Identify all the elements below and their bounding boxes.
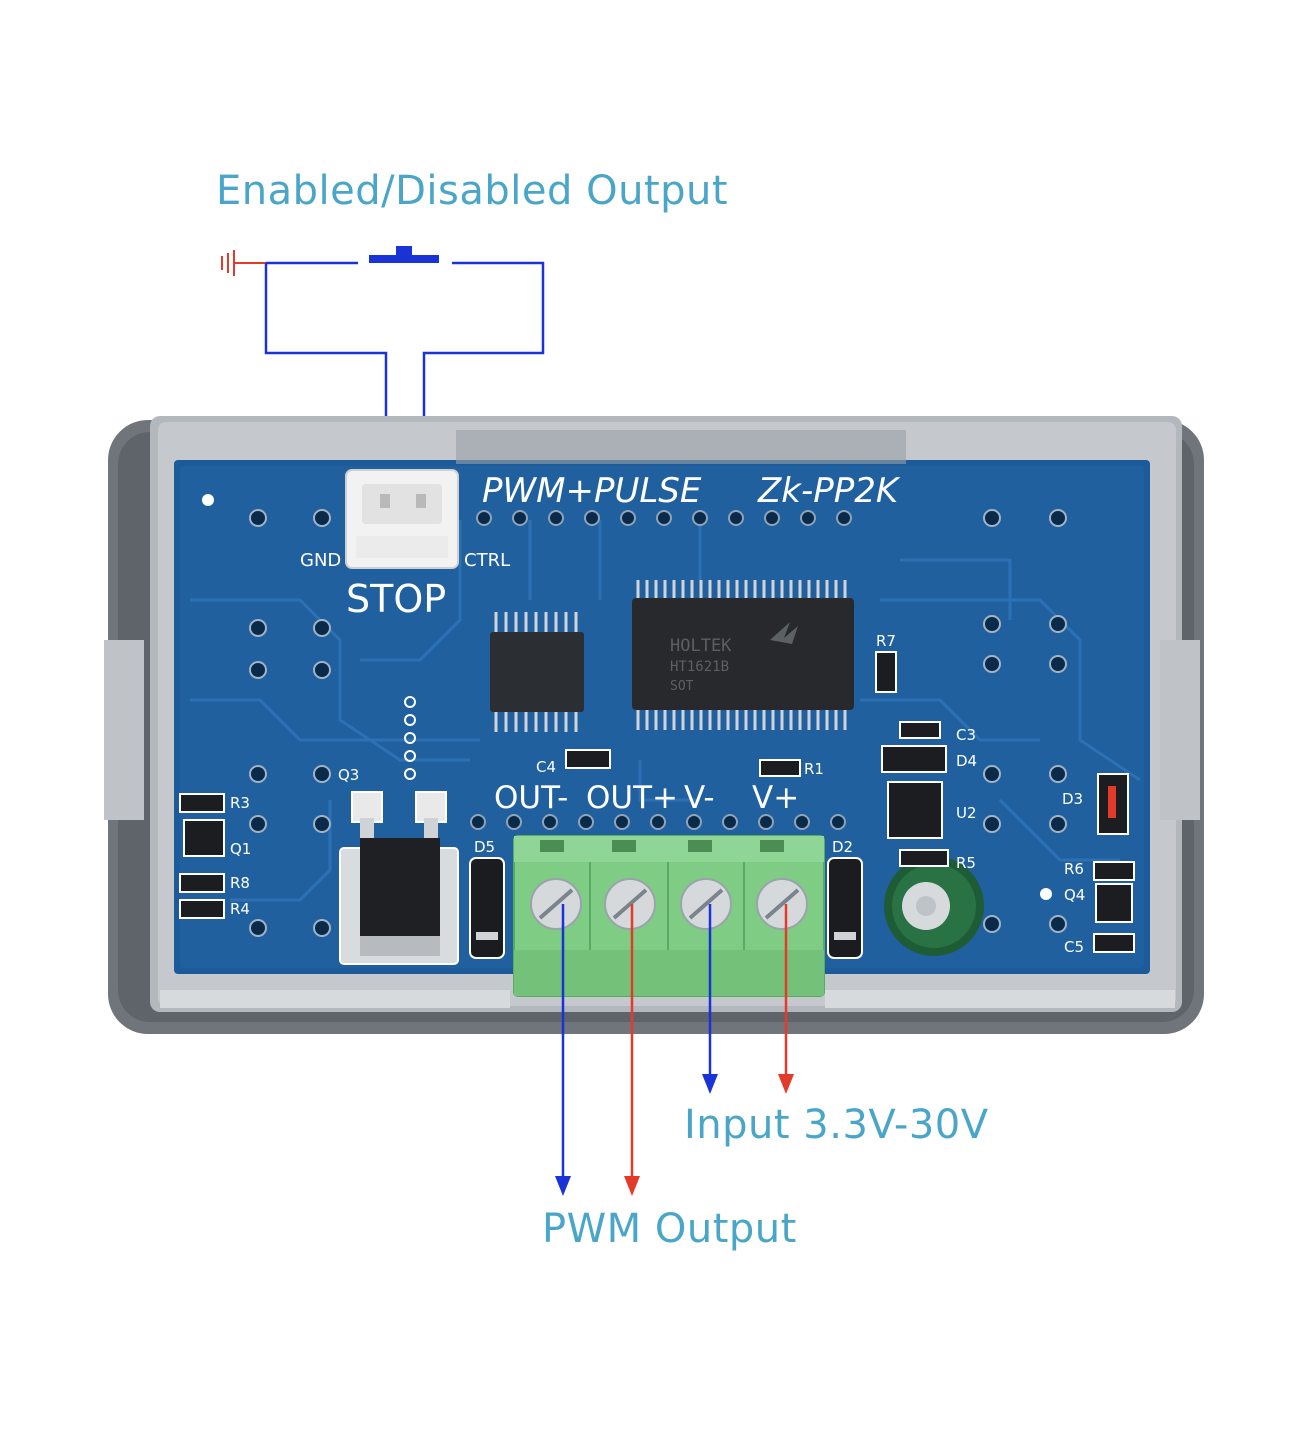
ref-r7: R7 [876, 632, 896, 650]
stop-connector [345, 469, 459, 569]
terminal-label-v-minus: V- [684, 780, 715, 816]
chip-line-3: SOT [670, 679, 694, 694]
ref-c4: C4 [536, 758, 556, 776]
ref-c5: C5 [1064, 938, 1084, 956]
chip-line-1: HOLTEK [670, 636, 732, 656]
mosfet-q3 [339, 791, 459, 965]
ref-r3: R3 [230, 794, 250, 812]
enable-output-caption: Enabled/Disabled Output [216, 168, 729, 214]
ref-d3: D3 [1062, 790, 1083, 808]
ref-d2: D2 [832, 838, 853, 856]
ref-r5: R5 [956, 854, 976, 872]
ctrl-label: CTRL [464, 550, 510, 571]
push-button-symbol [369, 246, 439, 263]
ref-q4: Q4 [1064, 886, 1085, 904]
terminal-label-out-plus: OUT+ [586, 780, 678, 816]
chip-line-2: HT1621B [670, 659, 729, 675]
driver-chip [490, 612, 584, 732]
electrolytic-capacitor [884, 856, 984, 956]
header-pins-top [476, 510, 852, 526]
terminal-label-out-minus: OUT- [494, 780, 568, 816]
terminal-screws [530, 878, 808, 930]
vias [249, 509, 1067, 937]
diode-d5 [469, 857, 505, 959]
ref-r8: R8 [230, 874, 250, 892]
arrow-v-minus [702, 1074, 718, 1094]
pcb-traces [190, 520, 1141, 902]
ref-d4: D4 [956, 752, 977, 770]
arrow-out-minus [555, 1176, 571, 1196]
pcb-board: HOLTEK HT1621B SOT [174, 430, 1150, 997]
output-wires [555, 904, 794, 1196]
ref-r1: R1 [804, 760, 824, 778]
ground-symbol [221, 250, 266, 276]
arrow-out-plus [624, 1176, 640, 1196]
input-voltage-caption: Input 3.3V-30V [684, 1102, 989, 1148]
arrow-v-plus [778, 1074, 794, 1094]
ref-r4: R4 [230, 900, 250, 918]
terminal-label-v-plus: V+ [752, 780, 799, 816]
side-jumper-pads [404, 696, 416, 780]
brand-label: PWM+PULSE [482, 471, 702, 511]
diode-d2 [827, 857, 863, 959]
ref-c3: C3 [956, 726, 976, 744]
ref-r6: R6 [1064, 860, 1084, 878]
ref-q3: Q3 [338, 766, 359, 784]
led-d3 [1108, 786, 1116, 818]
mounting-dots [202, 494, 1052, 900]
gnd-label: GND [300, 550, 341, 571]
model-label: Zk-PP2K [757, 471, 901, 511]
lcd-driver-chip: HOLTEK HT1621B SOT [632, 580, 854, 730]
stop-label: STOP [346, 577, 446, 621]
ref-q1: Q1 [230, 840, 251, 858]
terminal-block [513, 835, 825, 997]
ref-u2: U2 [956, 804, 977, 822]
ref-d5: D5 [474, 838, 495, 856]
header-pins-bottom [470, 814, 846, 830]
pwm-output-caption: PWM Output [542, 1206, 797, 1252]
